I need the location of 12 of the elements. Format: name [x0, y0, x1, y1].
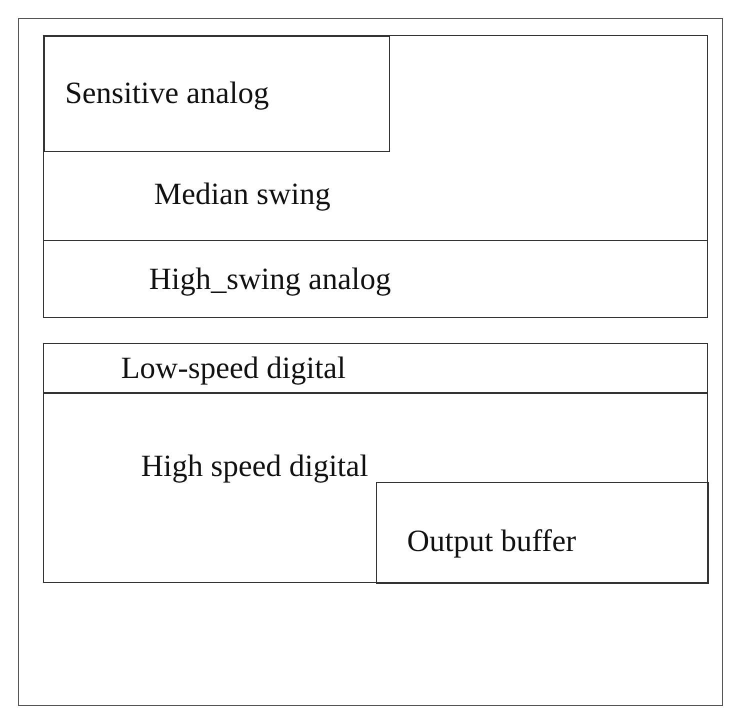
region-label: High speed digital — [141, 448, 368, 484]
region-box — [43, 392, 708, 583]
region-label: Sensitive analog — [65, 75, 270, 111]
region-box — [376, 482, 709, 584]
region-label: Median swing — [154, 176, 331, 212]
region-label: High_swing analog — [149, 261, 391, 297]
region-label: Low-speed digital — [121, 350, 346, 386]
region-box — [43, 343, 708, 394]
region-box — [43, 240, 708, 318]
region-label: Output buffer — [407, 523, 576, 559]
region-box — [44, 36, 390, 152]
region-box — [43, 35, 708, 241]
